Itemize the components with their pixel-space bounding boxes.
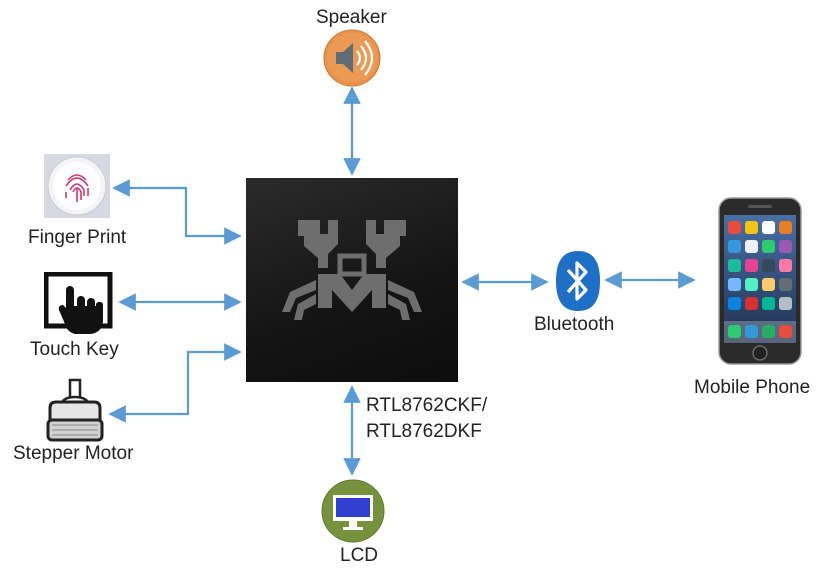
lcd-node <box>321 479 385 543</box>
mobile-phone-label: Mobile Phone <box>694 377 811 398</box>
realtek-chip <box>246 178 458 382</box>
realtek-crab-logo <box>282 220 422 320</box>
mobile-phone-node <box>718 197 802 365</box>
speaker-node <box>323 29 381 87</box>
arrow-stepper-chip <box>108 343 242 423</box>
arrow-fingerprint-chip <box>112 179 242 245</box>
speaker-icon <box>323 29 381 87</box>
touch-key-icon <box>43 271 113 334</box>
stepper-motor-node <box>44 378 106 444</box>
chip-label-line1: RTL8762CKF/ <box>366 395 488 416</box>
lcd-label: LCD <box>340 545 379 566</box>
stepper-motor-icon <box>46 378 104 442</box>
speaker-label: Speaker <box>316 7 387 28</box>
fingerprint-node <box>44 154 110 218</box>
bluetooth-icon <box>556 251 600 311</box>
touch-key-node <box>43 271 114 338</box>
lcd-monitor-icon <box>321 479 385 543</box>
bluetooth-node <box>555 250 601 312</box>
mobile-phone-icon <box>718 197 802 365</box>
touch-key-label: Touch Key <box>30 339 119 360</box>
chip-label-line2: RTL8762DKF <box>366 421 482 442</box>
fingerprint-icon <box>44 154 110 218</box>
stepper-motor-label: Stepper Motor <box>13 443 134 464</box>
bluetooth-label: Bluetooth <box>534 314 615 335</box>
fingerprint-label: Finger Print <box>28 227 127 248</box>
